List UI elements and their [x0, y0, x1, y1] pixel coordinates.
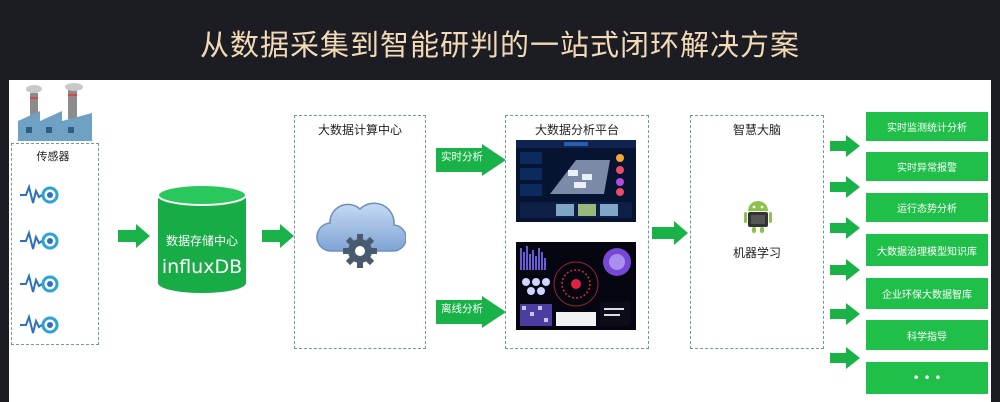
- flow-arrow: [830, 176, 860, 198]
- cloud-gear-icon: [316, 202, 406, 268]
- result-more: • • •: [866, 362, 988, 394]
- sensor-icon: [20, 272, 59, 293]
- result-environmental-think-tank: 企业环保大数据智库: [866, 278, 988, 309]
- flow-arrow: [436, 296, 506, 328]
- flow-arrow: [830, 135, 860, 157]
- result-realtime-monitoring: 实时监测统计分析: [866, 112, 988, 141]
- analytics-label: 大数据分析平台: [534, 123, 619, 137]
- result-situation-analysis: 运行态势分析: [866, 193, 988, 222]
- flow-arrow: [830, 347, 860, 369]
- machine-learning-label: 机器学习: [732, 246, 781, 260]
- flow-arrow: [262, 224, 294, 248]
- compute-label: 大数据计算中心: [317, 123, 402, 137]
- sensor-icon: [20, 313, 59, 334]
- storage-label: 数据存储中心: [165, 234, 238, 248]
- brain-box: [690, 115, 824, 349]
- flow-arrow: [830, 303, 860, 325]
- realtime-analysis-label: 实时分析: [441, 150, 483, 163]
- database-icon: [157, 184, 247, 293]
- sensor-icon: [20, 229, 59, 250]
- offline-analysis-label: 离线分析: [441, 302, 483, 315]
- result-realtime-alarm: 实时异常报警: [866, 152, 988, 181]
- influxdb-label: influxDB: [161, 256, 243, 278]
- flow-arrow: [652, 221, 688, 245]
- flow-arrow: [830, 217, 860, 239]
- factory-icon: [18, 83, 92, 141]
- result-scientific-guidance: 科学指导: [866, 320, 988, 350]
- page-title: 从数据采集到智能研判的一站式闭环解决方案: [199, 28, 800, 62]
- android-robot-icon: [744, 201, 772, 233]
- flow-arrow: [118, 224, 150, 248]
- realtime-dashboard-image: [516, 140, 636, 222]
- offline-dashboard-image: [516, 242, 636, 330]
- brain-label: 智慧大脑: [732, 123, 781, 137]
- sensor-label: 传感器: [36, 150, 70, 163]
- flow-arrow: [830, 259, 860, 281]
- flow-arrow: [436, 144, 506, 176]
- result-governance-knowledge-base: 大数据治理模型知识库: [866, 234, 988, 266]
- sensor-icon: [20, 183, 59, 204]
